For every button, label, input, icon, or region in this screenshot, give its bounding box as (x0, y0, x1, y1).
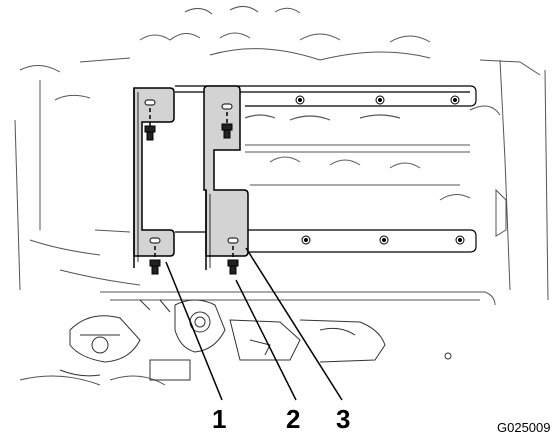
leader-line-3 (245, 247, 343, 401)
background-engine-sketch (14, 6, 549, 386)
right-bracket (203, 85, 249, 270)
rail-upper-holes (295, 95, 460, 105)
rail-middle-sketch (245, 144, 470, 186)
callout-2: 2 (286, 404, 300, 434)
right-bracket-slots (221, 103, 239, 244)
callout-1: 1 (212, 404, 226, 434)
leader-line-1 (165, 261, 223, 401)
left-bracket (133, 87, 175, 268)
leader-line-2 (235, 279, 297, 401)
engine-components-sketch (59, 299, 452, 381)
rail-lower (175, 229, 477, 253)
figure-code: G025009 (497, 420, 551, 435)
rail-lower-holes (301, 235, 465, 245)
bolt-lower-right (227, 259, 239, 275)
bolt-lower-left (149, 259, 161, 275)
alignment-dashes (149, 108, 234, 260)
bolt-upper-right (221, 123, 233, 139)
left-bracket-slots (144, 99, 161, 244)
bolt-upper-left (144, 125, 156, 141)
callout-3: 3 (336, 404, 350, 434)
leader-lines (165, 247, 343, 401)
